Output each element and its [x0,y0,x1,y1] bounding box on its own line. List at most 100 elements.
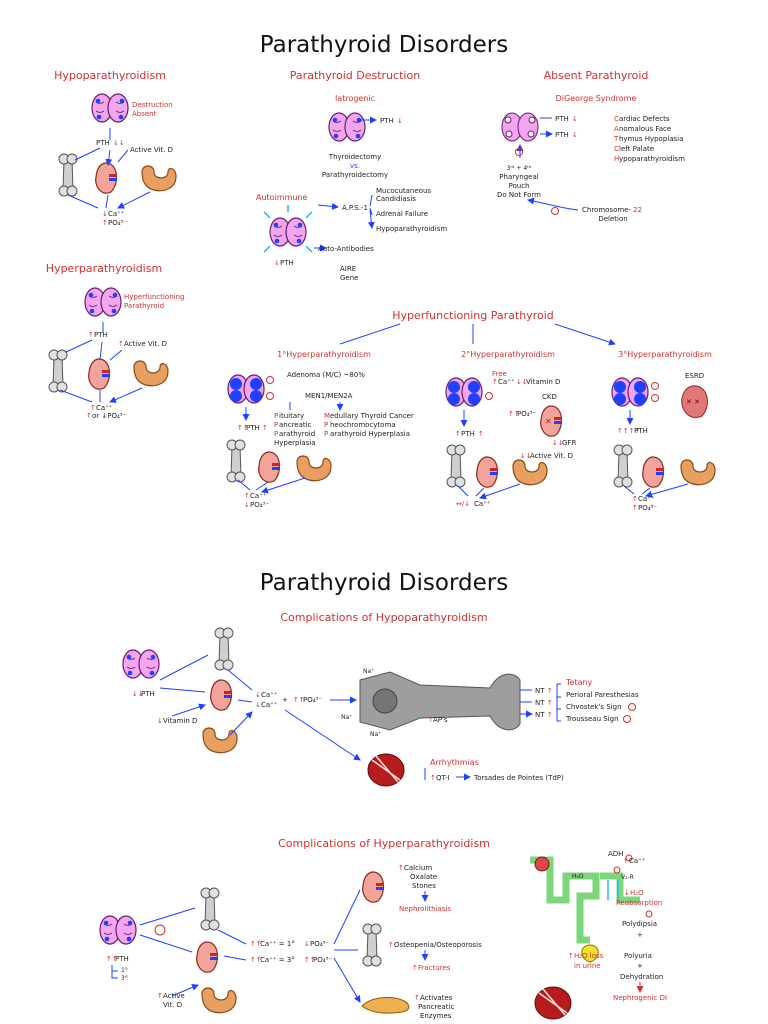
pouch-line4: Do Not Form [497,191,541,199]
hyperfunc-heading: Hyperfunctioning Parathyroid [392,309,553,322]
hypercomp-pth: PTH [115,955,129,963]
aps-label: A.P.S.-1 [342,204,368,212]
svg-text:↑: ↑ [412,964,418,972]
hypercomp-heading: Complications of Hyperparathyroidism [278,837,490,850]
nt-label-2: NT [535,699,545,707]
fractures-label: Fractures [418,964,451,972]
bone-icon [613,444,633,488]
hypocomp-heading: Complications of Hypoparathyroidism [280,611,487,624]
svg-text:↓: ↓ [157,717,163,725]
svg-text:↓↓: ↓↓ [516,378,528,386]
hypocomp-ca-2: Ca⁺⁺ [261,701,278,709]
bone-icon [58,153,78,197]
svg-text:↑↑: ↑↑ [250,956,262,964]
destruction-heading: Parathyroid Destruction [290,69,420,82]
tdp-label: Torsades de Pointes (TdP) [473,774,564,782]
svg-text:hymus Hypoplasia: hymus Hypoplasia [619,135,683,143]
svg-text:↓↓: ↓↓ [520,452,532,460]
bone-icon [226,439,246,483]
svg-text:arathyroid Hyperplasia: arathyroid Hyperplasia [330,430,410,438]
nt-label-1: NT [535,687,545,695]
svg-text:nomalous Face: nomalous Face [619,125,671,133]
svg-text:↑: ↑ [492,378,498,386]
svg-text:✕ ✕: ✕ ✕ [686,398,700,406]
thyroidectomy-label: Thyroidectomy [328,153,381,161]
pouch-line2: Pharyngeal [499,173,538,181]
bone-icon [446,444,466,488]
polydipsia-label: Polydipsia [622,920,657,928]
svg-text:↑: ↑ [157,992,163,1000]
parathyroid-icon [99,915,137,945]
svg-text:↓: ↓ [102,210,108,218]
svg-text:↑: ↑ [547,687,553,695]
svg-text:↓: ↓ [274,259,280,267]
nephrolithiasis-label: Nephrolithiasis [399,905,451,913]
kidney-icon [258,451,281,483]
secondary-po4: PO₄³⁻ [517,410,536,418]
absent-parathyroid-icon [501,112,539,142]
parathyroid-icon [91,93,129,123]
ndi-label: Nephrogenic DI [613,994,667,1002]
ckd-kidney-icon: ✕ [540,405,563,437]
parathyroid-icon [227,374,265,404]
aps-hypopara-label: Hypoparathyroidism [376,225,447,233]
svg-text:↑↑: ↑↑ [106,955,118,963]
nephron-h2o-label: H₂O [572,873,584,880]
svg-text:✕: ✕ [545,417,552,426]
svg-text:C: C [614,115,619,123]
svg-text:↑: ↑ [414,994,420,1002]
intestine-icon [680,459,716,486]
hyper-po4-label: or ↓PO₄³⁻ [92,412,127,420]
svg-text:P: P [274,412,278,420]
svg-text:P: P [324,430,328,438]
iatrogenic-pth-label: PTH [380,117,394,125]
intestine-icon [202,727,238,754]
svg-text:edullary Thyroid Cancer: edullary Thyroid Cancer [330,412,414,420]
hyper-hyperfunc-label: Hyperfunctioning [124,293,184,301]
ckd-label: CKD [542,393,557,401]
secondary-free: Free [492,370,507,378]
intestine-icon [512,459,548,486]
pancreas-2: Pancreatic [418,1003,454,1011]
svg-text:left Palate: left Palate [619,145,654,153]
secondary-ca-result: Ca⁺⁺ [474,500,491,508]
deletion-label: Deletion [598,215,627,223]
hypercomp-vitd-1: Active [163,992,185,1000]
kidney-icon [210,679,233,711]
na-label-3: Na⁺ [370,731,381,738]
hyper-pth-label: PTH [94,331,108,339]
hypocomp-po4: PO₄³⁻ [303,696,322,704]
stones-3: Stones [412,882,436,890]
reabsorption-label: Reabsorption [616,899,662,907]
hypo-vitd-label: Active Vit. D [130,146,173,154]
pancreas-1: Activates [420,994,453,1002]
aps-count: AP's [433,716,448,724]
tetany-item-1: Perioral Paresthesias [566,691,639,699]
hypo-ca-label: Ca⁺⁺ [108,210,125,218]
svg-text:ituitary: ituitary [279,412,304,420]
pouch-line3: Pouch [509,182,530,190]
na-label-1: Na⁺ [363,668,374,675]
tetany-label: Tetany [565,678,593,687]
primary-pth: PTH [246,424,260,432]
svg-text:P: P [274,430,278,438]
svg-text:↑: ↑ [90,404,96,412]
intestine-icon [296,455,332,482]
nt-label-3: NT [535,711,545,719]
svg-text:↑↑: ↑↑ [508,410,520,418]
svg-text:Hyperplasia: Hyperplasia [274,439,316,447]
secondary-ca: Ca⁺⁺ [498,378,515,386]
svg-text:↑: ↑ [568,952,574,960]
hypercomp-1: 1° [121,967,128,974]
hypocomp-ca-1: Ca⁺⁺ [261,691,278,699]
svg-text:↓: ↓ [397,117,403,125]
secondary-pth: PTH [461,430,475,438]
svg-text:heochromocytoma: heochromocytoma [330,421,396,429]
adrenal-failure-label: Adrenal Failure [376,210,428,218]
svg-text:↑↑: ↑↑ [293,696,305,704]
chromosome-number: 22 [633,206,642,214]
hypocomp-pth: PTH [141,690,155,698]
adenoma-label: Adenoma (M/C) ~80% [287,371,365,379]
nephron-icon [530,856,640,963]
svg-text:↑↑: ↑↑ [250,940,262,948]
